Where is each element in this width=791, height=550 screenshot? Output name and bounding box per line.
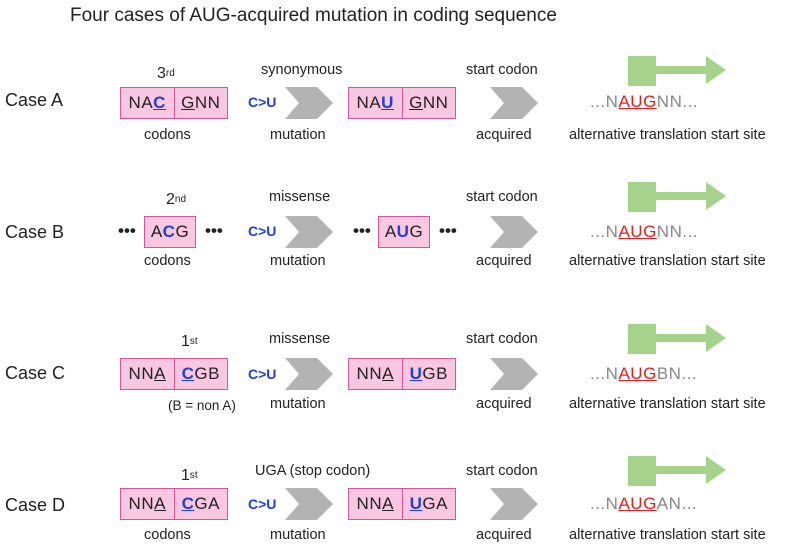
- start-codon-label: start codon: [466, 62, 538, 78]
- page-title: Four cases of AUG-acquired mutation in c…: [70, 5, 557, 26]
- codons-label: codons: [144, 527, 191, 543]
- mutation-type: C>U: [248, 94, 277, 110]
- ellipsis-dots: •••: [439, 221, 457, 240]
- mutation-type: C>U: [248, 223, 277, 239]
- alternative-start-sequence: ...NAUGAN...: [590, 494, 698, 513]
- acquired-label: acquired: [476, 127, 532, 143]
- mutation-chevron-icon: [285, 358, 333, 390]
- mutation-type: C>U: [248, 496, 277, 512]
- case-label: Case B: [5, 222, 65, 242]
- acquired-chevron-icon: [490, 358, 538, 390]
- case-label: Case A: [5, 90, 64, 110]
- ellipsis-dots: •••: [353, 221, 371, 240]
- mutation-chevron-icon: [285, 216, 333, 248]
- mutation-chevron-icon: [285, 488, 333, 520]
- alternative-start-sequence: ...NAUGNN...: [590, 222, 699, 241]
- mutation-chevron-icon: [285, 87, 333, 119]
- mutation-label: mutation: [270, 527, 326, 543]
- effect-label: missense: [269, 189, 331, 205]
- acquired-label: acquired: [476, 253, 532, 269]
- translation-start-arrow-icon: [628, 56, 726, 86]
- mutation-label: mutation: [270, 253, 326, 269]
- acquired-label: acquired: [476, 527, 532, 543]
- alt-site-label: alternative translation start site: [569, 127, 766, 143]
- start-codon-label: start codon: [466, 331, 538, 347]
- acquired-label: acquired: [476, 396, 532, 412]
- effect-label: synonymous: [261, 62, 343, 78]
- codons-label: codons: [144, 253, 191, 269]
- alternative-start-sequence: ...NAUGBN...: [590, 364, 698, 383]
- start-codon-label: start codon: [466, 189, 538, 205]
- position-label: 3rd: [157, 65, 175, 82]
- acquired-chevron-icon: [490, 488, 538, 520]
- start-codon-label: start codon: [466, 463, 538, 479]
- effect-label: UGA (stop codon): [255, 463, 371, 479]
- alt-site-label: alternative translation start site: [569, 527, 766, 543]
- acquired-chevron-icon: [490, 216, 538, 248]
- alternative-start-sequence: ...NAUGNN...: [590, 92, 699, 111]
- mutation-type: C>U: [248, 366, 277, 382]
- acquired-chevron-icon: [490, 87, 538, 119]
- alt-site-label: alternative translation start site: [569, 396, 766, 412]
- mutation-label: mutation: [270, 396, 326, 412]
- mutation-label: mutation: [270, 127, 326, 143]
- case-label: Case D: [5, 495, 66, 515]
- ellipsis-dots: •••: [205, 221, 223, 240]
- base-b-note: (B = non A): [168, 398, 236, 413]
- alt-site-label: alternative translation start site: [569, 253, 766, 269]
- effect-label: missense: [269, 331, 331, 347]
- translation-start-arrow-icon: [628, 324, 726, 354]
- translation-start-arrow-icon: [628, 456, 726, 486]
- codons-label: codons: [144, 127, 191, 143]
- position-label: 1st: [181, 467, 198, 484]
- position-label: 1st: [181, 333, 198, 350]
- ellipsis-dots: •••: [118, 221, 136, 240]
- case-label: Case C: [5, 363, 66, 383]
- translation-start-arrow-icon: [628, 182, 726, 212]
- position-label: 2nd: [166, 191, 187, 208]
